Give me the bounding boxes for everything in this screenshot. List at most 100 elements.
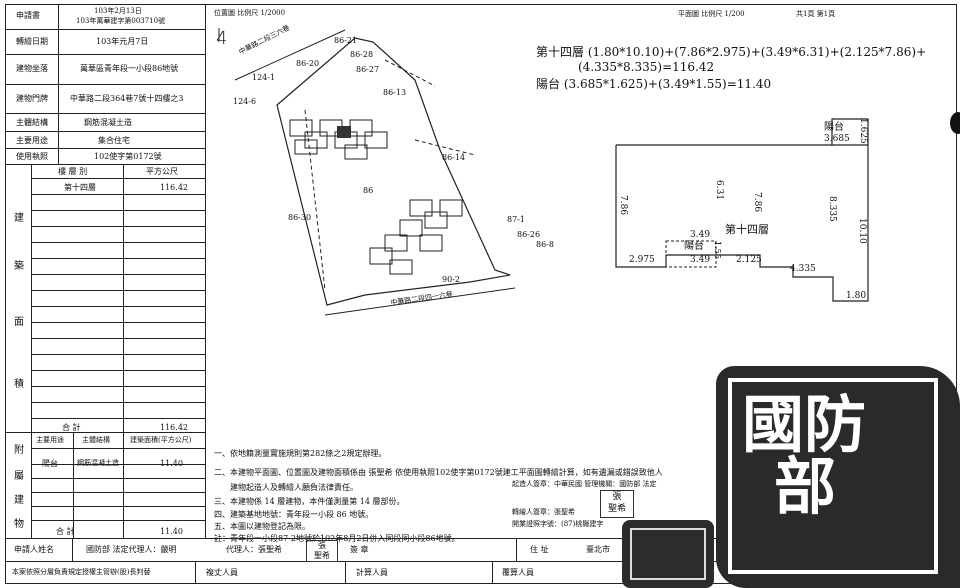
- floor-14-label: 第十四層: [64, 183, 96, 192]
- location-plan-header: 位置圖 比例尺 1/2000: [214, 9, 286, 17]
- balcony-formula: 陽台 (3.685*1.625)+(3.49*1.55)=11.40: [536, 77, 772, 91]
- floor-14-plan-label: 第十四層: [725, 223, 769, 236]
- lot-86-21: 86-21: [334, 36, 358, 45]
- lot-86-26: 86-26: [517, 230, 541, 239]
- dim-1625: 1.625: [858, 118, 868, 144]
- lot-86-14: 86-14: [442, 153, 466, 162]
- lot-90-2: 90-2: [442, 275, 460, 284]
- annex-total-label: 合 計: [56, 527, 75, 536]
- lot-86-30: 86-30: [288, 213, 312, 222]
- lot-86-20: 86-20: [296, 59, 320, 68]
- dim-786-b: 7.86: [752, 192, 762, 213]
- annex-total: 11.40: [160, 527, 183, 536]
- footer-check: 複丈人員: [206, 568, 238, 577]
- agent-name: 代理人：張聖希: [226, 545, 282, 554]
- dim-631: 6.31: [714, 180, 724, 201]
- label-building-location: 建物坐落: [16, 64, 48, 73]
- floor-plan-header: 平面圖 比例尺 1/200: [678, 10, 745, 18]
- area-formula-line1: 第十四層 (1.80*10.10)+(7.86*2.975)+(3.49*6.3…: [536, 45, 927, 59]
- annex-side-2: 屬: [14, 471, 24, 482]
- footer-review: 覆算人員: [502, 568, 534, 577]
- balcony-label-bottom: 陽台: [684, 241, 704, 252]
- note-5: 四、建築基地地號：青年段一小段 86 地號。: [214, 510, 374, 519]
- dim-8335: 8.335: [827, 196, 837, 222]
- label-address: 建物門牌: [16, 94, 48, 103]
- document-frame: [5, 4, 957, 584]
- license-note: 開業證照字號：(87)桃縣建字: [512, 520, 604, 528]
- annex-use-header: 主要用途: [36, 436, 64, 444]
- side-label-4: 積: [14, 379, 24, 390]
- application-number: 103年萬華建字第003710號: [76, 17, 166, 25]
- drawer-note: 轉繪人簽章：張聖希: [512, 508, 575, 516]
- location-plan-drawing: [218, 28, 516, 316]
- punch-hole: [950, 112, 960, 134]
- small-seal: [622, 520, 714, 588]
- building-location: 萬華區青年段一小段86地號: [80, 64, 179, 73]
- note-4: 三、本建物係 14 層建物，本件僅測量第 14 層部份。: [214, 497, 405, 506]
- main-use-value: 集合住宅: [98, 136, 130, 145]
- side-label-2: 築: [14, 261, 24, 272]
- annex-area-1: 11.40: [160, 459, 183, 468]
- note-6: 五、本圖以建物登記為限。: [214, 522, 310, 531]
- lot-87-1: 87-1: [507, 215, 525, 224]
- lot-86: 86: [363, 186, 374, 195]
- balcony-label-top: 陽台: [824, 122, 844, 133]
- lot-124-1: 124-1: [252, 73, 276, 82]
- left-table: [5, 4, 206, 538]
- annex-struct-1: 鋼筋混凝土造: [77, 459, 119, 467]
- agent-stamp: 張聖希: [306, 540, 338, 562]
- dim-1010: 10.10: [857, 218, 867, 244]
- north-arrow-label: 4: [216, 28, 228, 49]
- total-area: 116.42: [160, 423, 188, 432]
- dim-4335: 4.335: [790, 264, 816, 274]
- note-1: 一、依地籍測量實施規則第282條之2規定辦理。: [214, 449, 387, 458]
- dim-349: 3.49: [690, 230, 711, 240]
- builder-note: 起造人簽章：中華民國 管理機關：國防部 法定: [512, 480, 657, 488]
- page-indicator: 共1頁 第1頁: [796, 10, 836, 18]
- note-2: 二、本建物平面圖、位置圖及建物面積係由 張聖希 依使用執照102使字第0172號…: [214, 468, 663, 477]
- seal-char-3: 部: [774, 450, 837, 523]
- label-main-use: 主要用途: [16, 136, 48, 145]
- address-value: 臺北市: [586, 545, 610, 554]
- label-license: 使用執照: [16, 152, 48, 161]
- note-3: 建物起造人及轉繪人願負法律責任。: [214, 483, 358, 492]
- applicant-value: 國防部 法定代理人：嚴明: [86, 545, 177, 554]
- official-seal: 國防部: [716, 366, 960, 588]
- floor-plan-drawing: [615, 118, 869, 302]
- label-redraw-date: 轉繪日期: [16, 37, 48, 46]
- dim-2975: 2.975: [629, 255, 655, 265]
- annex-area-header: 建築面積(平方公尺): [130, 436, 192, 444]
- seal-char-1: 國: [742, 388, 805, 461]
- dim-155: 1.55: [713, 241, 722, 259]
- license-value: 102使字第0172號: [94, 152, 162, 161]
- annex-struct-header: 主體結構: [82, 436, 110, 444]
- lot-86-8: 86-8: [536, 240, 554, 249]
- footer-office: 本案依照分層負責規定授權主管辦(股)長判替: [12, 568, 151, 576]
- annex-side-4: 物: [14, 519, 24, 530]
- annex-side-3: 建: [14, 495, 24, 506]
- total-label: 合 計: [62, 423, 81, 432]
- lot-124-6: 124-6: [233, 97, 257, 106]
- annex-use-1: 陽台: [42, 459, 58, 468]
- lot-86-27: 86-27: [356, 65, 380, 74]
- footer-calc: 計算人員: [356, 568, 388, 577]
- dim-349-b: 3.49: [690, 255, 711, 265]
- dim-180: 1.80: [846, 291, 867, 301]
- applicant-label: 申請人姓名: [14, 545, 54, 554]
- lot-86-13: 86-13: [383, 88, 407, 97]
- side-label-1: 建: [14, 213, 24, 224]
- building-address: 中華路二段364巷7號十四樓之3: [70, 94, 184, 103]
- dim-2125: 2.125: [736, 255, 762, 265]
- sqm-header: 平方公尺: [146, 167, 178, 176]
- label-structure: 主體結構: [16, 118, 48, 127]
- drawer-stamp: 張聖希: [600, 490, 634, 518]
- annex-side-1: 附: [14, 445, 24, 456]
- dim-3685: 3.685: [824, 134, 850, 144]
- floor-14-area: 116.42: [160, 183, 188, 192]
- application-date: 103年2月13日: [94, 7, 142, 15]
- dim-786-a: 7.86: [618, 195, 628, 216]
- seal-label: 簽 章: [350, 545, 369, 554]
- redraw-date: 103年元月7日: [96, 37, 149, 46]
- seal-char-2: 防: [804, 388, 867, 461]
- side-label-3: 面: [14, 317, 24, 328]
